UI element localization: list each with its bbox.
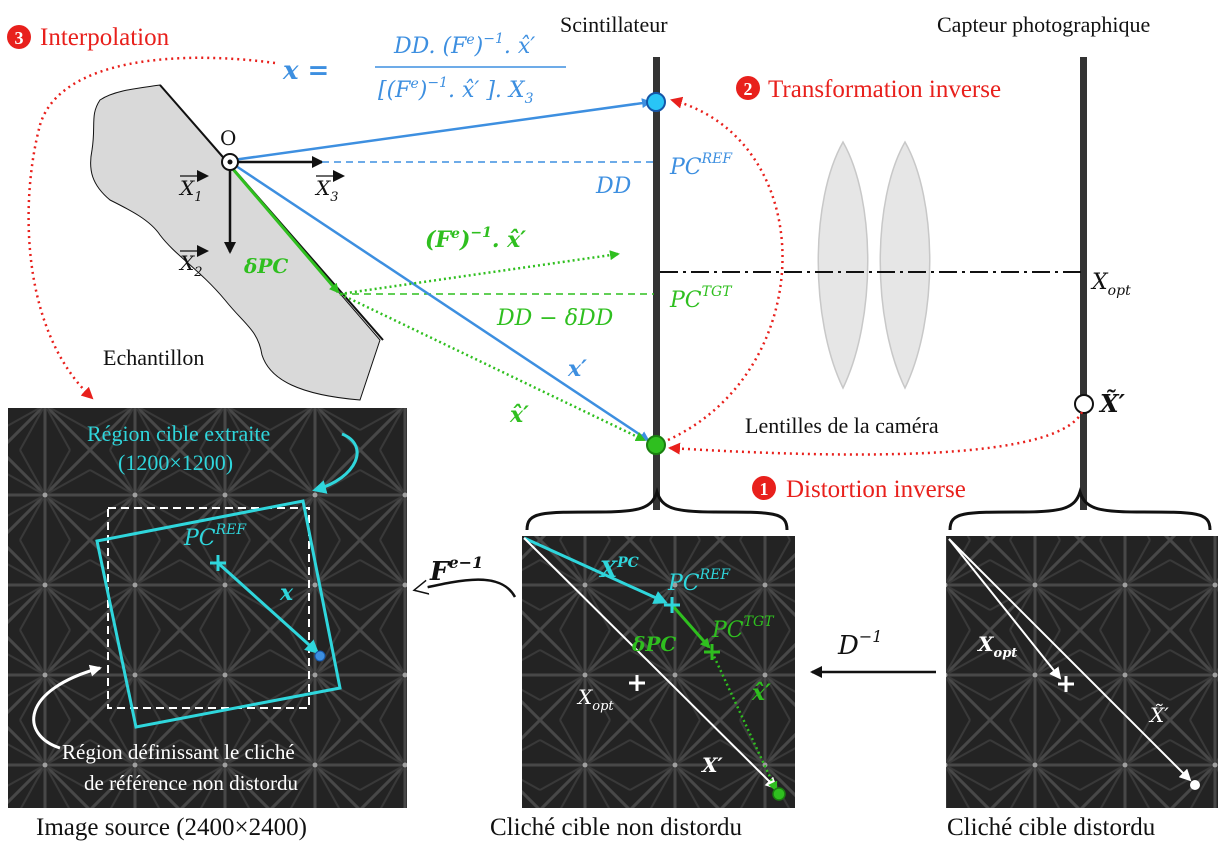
point-target-projection — [646, 435, 666, 455]
mid-pc-tgt-cross — [704, 644, 720, 660]
step2-label: Transformation inverse — [768, 76, 1001, 103]
x-tilde-prime-label: X̃′ — [1098, 389, 1126, 418]
scintillator-bar — [653, 57, 660, 510]
right-x-opt-vector — [948, 538, 1062, 680]
right-x-opt-label: Xopt — [976, 632, 1017, 661]
step3-label: Interpolation — [40, 24, 170, 51]
target-region-box — [95, 499, 342, 729]
mid-pc-tgt-label: PCTGT — [711, 614, 775, 643]
right-x-tilde-vector — [948, 538, 1192, 782]
lens-1 — [817, 140, 869, 390]
brace-middle — [525, 486, 789, 531]
undistorted-panel: XPC PCREF PCTGT δPC x̂′ Xopt X′ — [522, 536, 795, 808]
brace-right — [948, 486, 1212, 531]
point-pc-ref-projection — [646, 92, 666, 112]
distorted-caption: Cliché cible distordu — [947, 814, 1156, 841]
mid-target-point — [772, 787, 786, 801]
vector-x-hat-prime — [339, 292, 646, 442]
mid-x-prime-vector — [523, 537, 778, 790]
mid-delta-pc-vector — [670, 604, 711, 649]
vector-x-prime — [232, 162, 650, 442]
lenses-label: Lentilles de la caméra — [745, 413, 939, 438]
mid-x-hat-label: x̂′ — [751, 680, 771, 706]
reference-region-box — [107, 507, 310, 709]
step2-badge — [736, 76, 760, 100]
step1-label: Distortion inverse — [786, 476, 966, 503]
formula-lhs: x = — [282, 56, 329, 86]
mid-x-prime-label: X′ — [700, 753, 724, 777]
source-image-panel: PCREF x Région cible extraite (1200×1200… — [8, 408, 407, 808]
workflow-arrow-transformation — [667, 96, 784, 442]
vector-fe-inv-x — [339, 250, 620, 296]
source-caption: Image source (2400×2400) — [36, 814, 307, 841]
mid-x-opt-label: Xopt — [576, 685, 614, 714]
src-x-label: x — [279, 580, 294, 606]
target-region-label: Région cible extraite — [87, 421, 270, 446]
d-inverse-label: D−1 — [837, 627, 882, 661]
sensor-label: Capteur photographique — [937, 12, 1150, 37]
origin-label: O — [220, 126, 236, 150]
x-hat-prime-label: x̂′ — [509, 402, 529, 428]
dd-label: DD — [595, 174, 632, 199]
scintillator-label: Scintillateur — [560, 12, 668, 37]
axis-x3-label: X3 — [314, 176, 339, 205]
step3-number: 3 — [15, 28, 24, 48]
src-pc-ref-label: PCREF — [183, 522, 247, 551]
reference-region-line1: Région définissant le cliché — [62, 740, 295, 764]
distorted-panel: Xopt X̃′ — [946, 536, 1218, 808]
step1-number: 1 — [760, 479, 769, 499]
delta-pc-label: δPC — [243, 254, 288, 278]
reference-region-line2: de référence non distordu — [84, 771, 298, 795]
right-x-tilde-label: X̃′ — [1148, 703, 1169, 727]
x-prime-label: x′ — [567, 356, 587, 382]
src-target-point — [314, 650, 326, 662]
reference-region-pointer — [32, 664, 102, 750]
mid-x-pc-vector — [523, 536, 668, 604]
mid-x-opt-cross — [629, 675, 645, 691]
mid-delta-pc-label: δPC — [631, 632, 676, 656]
vector-delta-pc — [230, 167, 340, 294]
undistorted-caption: Cliché cible non distordu — [490, 814, 743, 841]
x-opt-label: Xopt — [1090, 270, 1131, 299]
sensor-bar — [1080, 57, 1087, 510]
src-x-vector — [216, 561, 320, 655]
mid-x-pc-label: XPC — [598, 555, 639, 583]
mid-pc-ref-cross — [664, 597, 680, 613]
step1-badge — [752, 476, 776, 500]
target-region-size: (1200×1200) — [118, 450, 233, 475]
formula-numerator: DD. (Fe)−1. x̂′ — [393, 31, 535, 59]
fe-inverse-label: Fe−1 — [429, 553, 483, 587]
right-target-point — [1190, 780, 1200, 790]
dd-minus-label: DD − δDD — [496, 306, 614, 331]
formula-denominator: [(Fe)−1. x̂′ ]. X3 — [378, 75, 534, 107]
lens-2 — [879, 140, 931, 390]
right-x-opt-cross — [1058, 676, 1074, 692]
step2-number: 2 — [744, 79, 753, 99]
mid-pc-ref-label: PCREF — [667, 567, 731, 596]
mid-x-hat-vector — [710, 651, 778, 792]
axis-x1-label: X1 — [178, 176, 203, 205]
fe-inv-x-label: (Fe)−1. x̂′ — [425, 225, 526, 253]
step3-badge — [7, 25, 31, 49]
axis-x2-label: X2 — [178, 251, 203, 280]
sample-label: Echantillon — [103, 345, 204, 370]
fe-inverse-arrow — [415, 578, 517, 598]
pc-ref-label: PCREF — [669, 151, 733, 180]
point-x-tilde-prime — [1074, 394, 1094, 414]
target-region-pointer — [312, 432, 359, 494]
pc-tgt-label: PCTGT — [669, 284, 733, 313]
vector-to-pc-ref — [232, 98, 652, 162]
